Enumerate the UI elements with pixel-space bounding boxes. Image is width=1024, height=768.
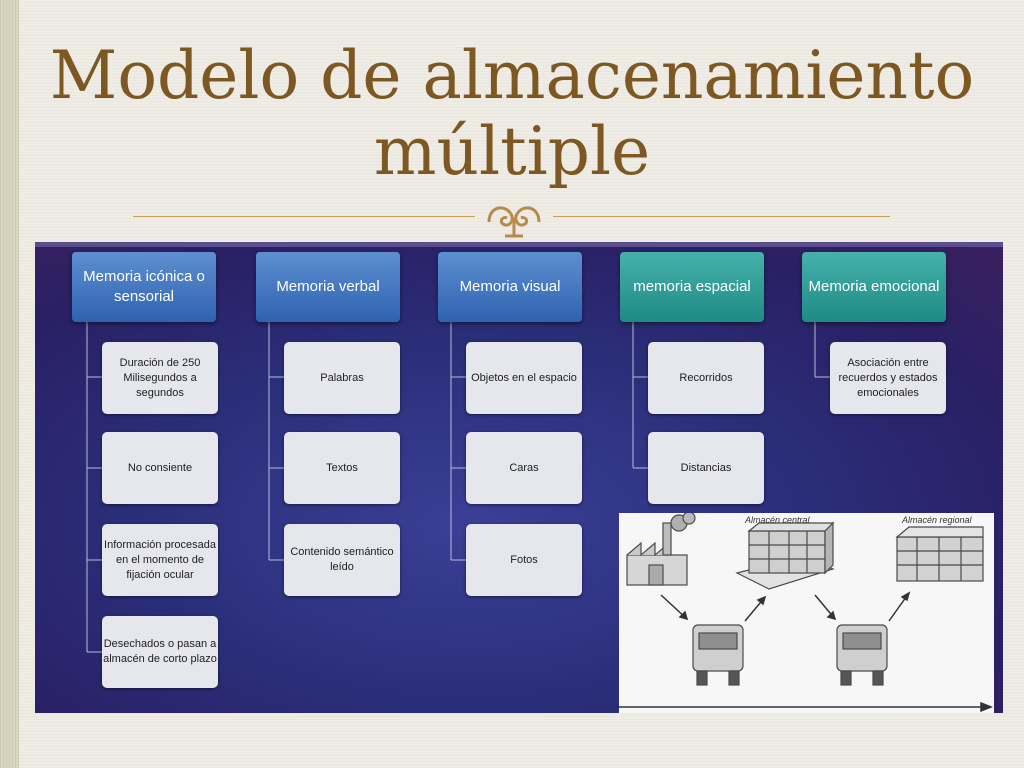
header-memoria-visual: Memoria visual [438, 252, 582, 322]
diagram-panel: Memoria icónica o sensorial Duración de … [35, 242, 1003, 713]
leaf-contenido-semantico: Contenido semántico leído [284, 524, 400, 596]
illustration-drawing [619, 511, 994, 713]
title-line-1: Modelo de almacenamiento [49, 37, 975, 114]
header-memoria-iconica: Memoria icónica o sensorial [72, 252, 216, 322]
connector-lines [86, 322, 830, 653]
leaf-informacion: Información procesada en el momento de f… [102, 524, 218, 596]
header-memoria-verbal: Memoria verbal [256, 252, 400, 322]
central-warehouse-icon [735, 521, 835, 590]
title-line-2: múltiple [373, 113, 651, 190]
leaf-palabras: Palabras [284, 342, 400, 414]
factory-icon [626, 511, 696, 586]
flow-arrows [619, 591, 994, 713]
leaf-textos: Textos [284, 432, 400, 504]
label-almacen-regional: Almacén regional [902, 515, 972, 525]
truck-icon-2 [836, 624, 888, 686]
leaf-distancias: Distancias [648, 432, 764, 504]
leaf-recorridos: Recorridos [648, 342, 764, 414]
leaf-desechados: Desechados o pasan a almacén de corto pl… [102, 616, 218, 688]
regional-warehouse-icon [895, 526, 984, 582]
leaf-duracion: Duración de 250 Milisegundos a segundos [102, 342, 218, 414]
leaf-objetos: Objetos en el espacio [466, 342, 582, 414]
ornament-icon [487, 206, 541, 238]
leaf-caras: Caras [466, 432, 582, 504]
leaf-no-consiente: No consiente [102, 432, 218, 504]
left-decorative-strip [0, 0, 19, 768]
title-rule-left [133, 216, 475, 217]
header-memoria-emocional: Memoria emocional [802, 252, 946, 322]
label-almacen-central: Almacén central [745, 515, 810, 525]
truck-icon [692, 624, 744, 686]
panel-top-stripe [35, 242, 1003, 247]
slide-title: Modelo de almacenamiento múltiple [0, 38, 1024, 190]
header-memoria-espacial: memoria espacial [620, 252, 764, 322]
leaf-fotos: Fotos [466, 524, 582, 596]
warehouse-illustration: Almacén central Almacén regional [619, 511, 994, 713]
title-rule-right [553, 216, 890, 217]
leaf-asociacion: Asociación entre recuerdos y estados emo… [830, 342, 946, 414]
